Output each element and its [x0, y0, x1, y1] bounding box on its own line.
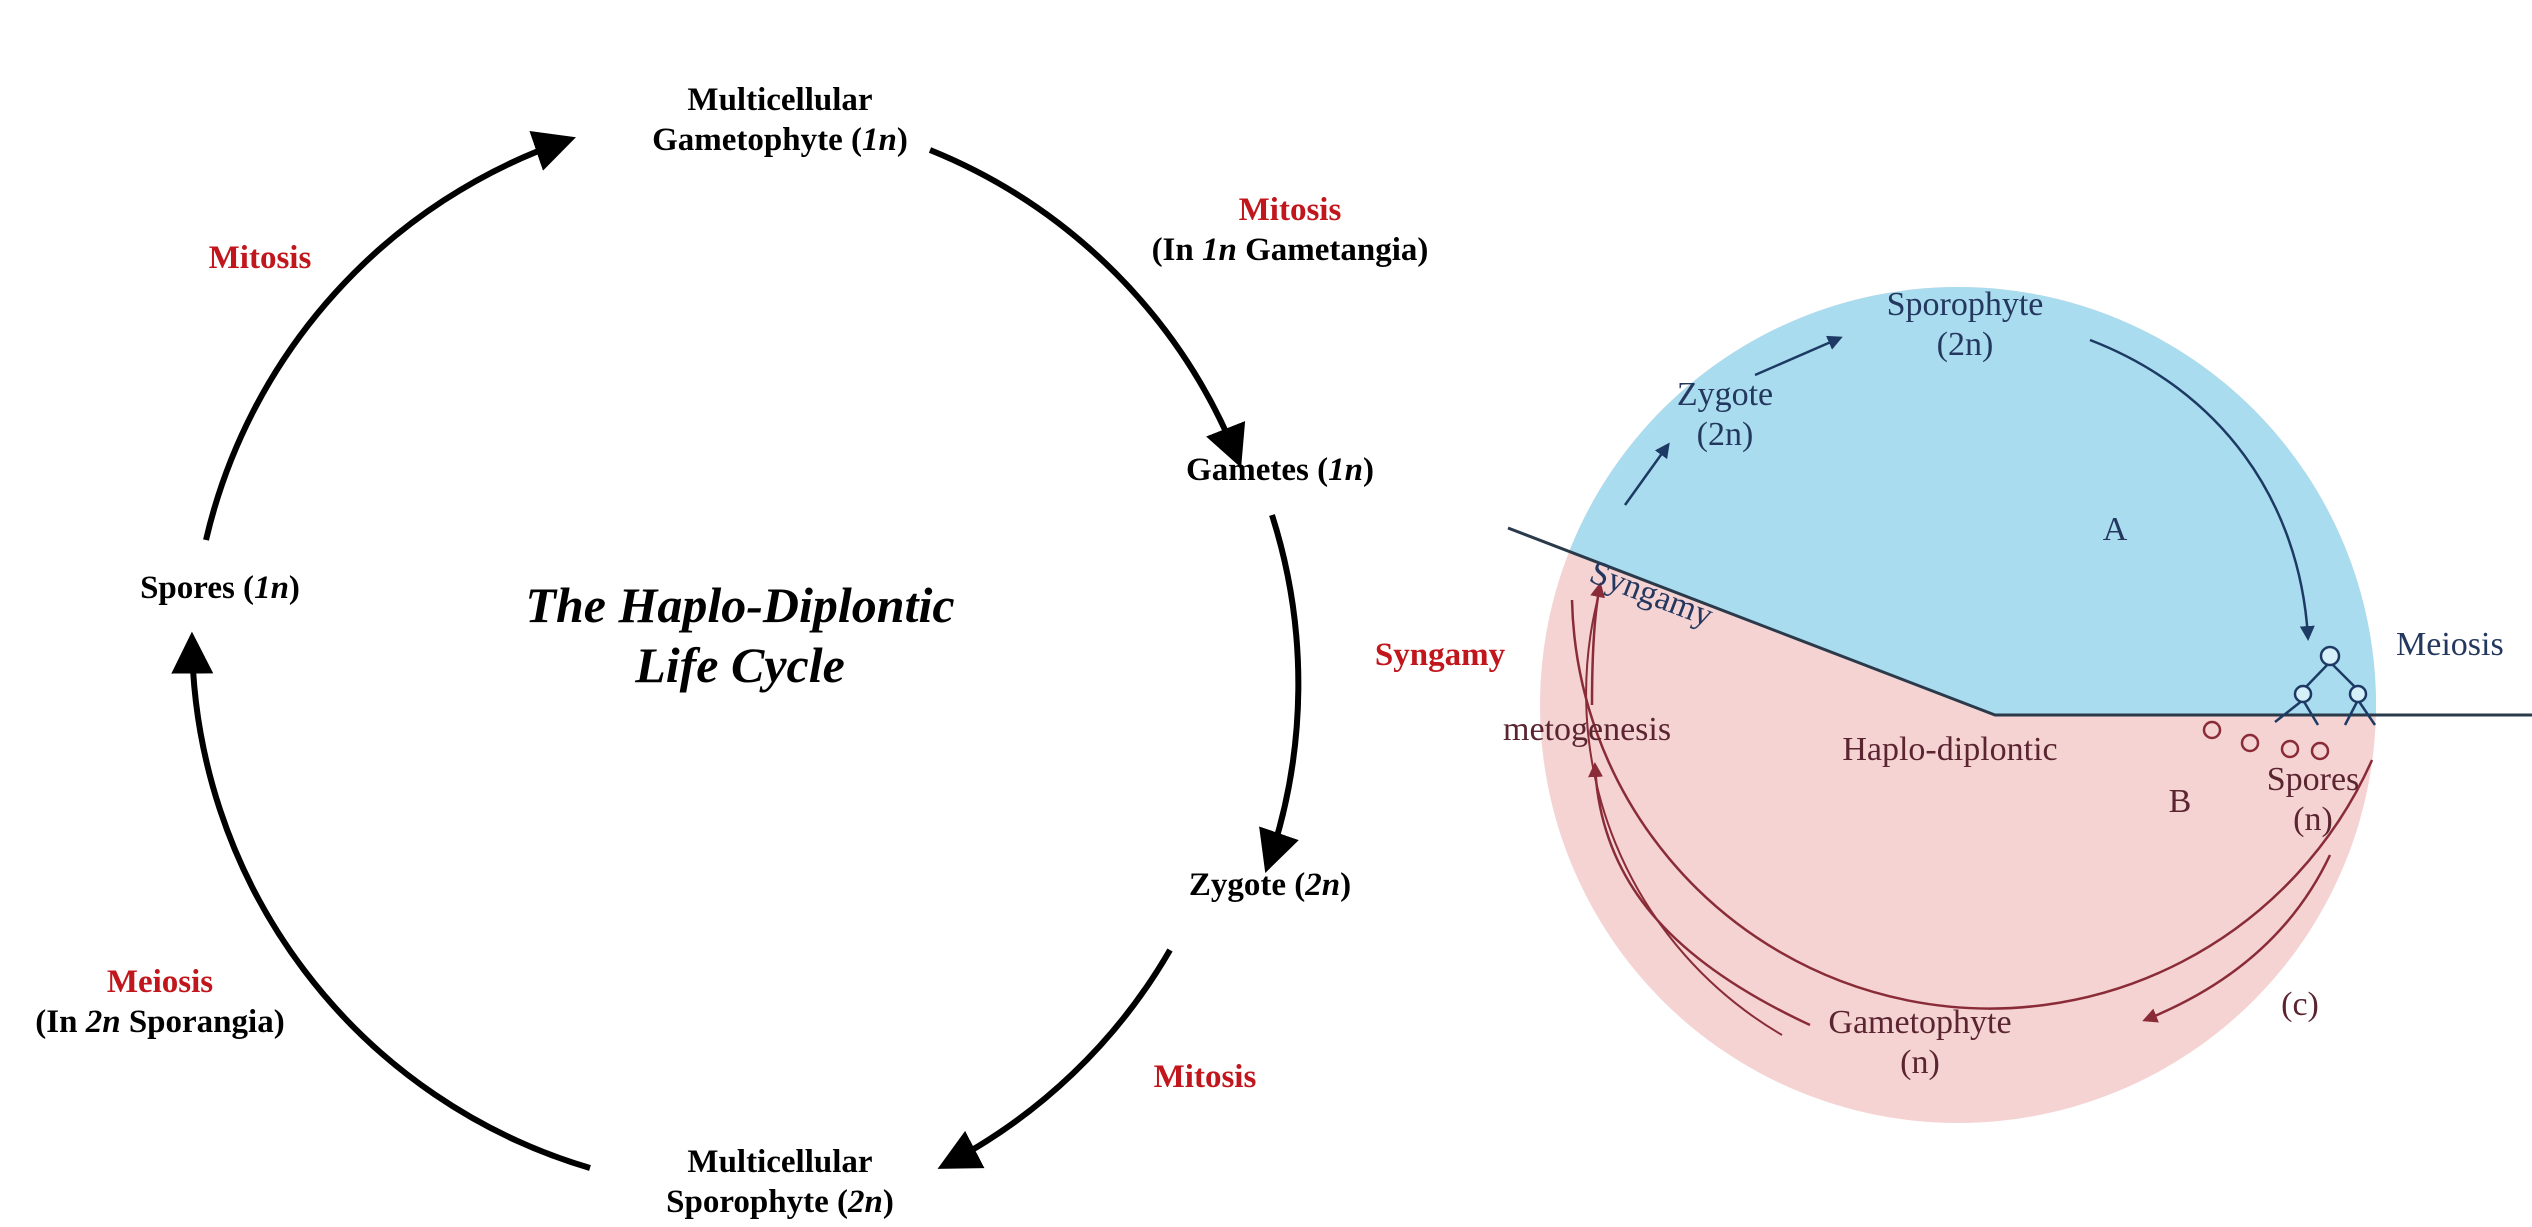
- sporangia-text: (In 2n Sporangia): [35, 1004, 285, 1040]
- arrow-gametogenesis-to-syngamy: [1590, 582, 1606, 706]
- region-b-label: B: [2168, 783, 2192, 820]
- meiosis-tree-icon: [2202, 645, 2377, 761]
- diploid-region: [1540, 287, 2376, 715]
- right-zygote-text: Zygote: [1676, 376, 1774, 413]
- right-gametophyte-text: Gametophyte: [1828, 1004, 2012, 1041]
- right-spores-label: Spores (n): [2238, 760, 2388, 840]
- mitosis-left-label: Mitosis: [208, 240, 312, 276]
- right-spores-ploidy: (n): [2293, 801, 2333, 838]
- panel-c-label: (c): [2281, 986, 2319, 1023]
- sporophyte-label-line2: Sporophyte (2n): [666, 1184, 894, 1220]
- arrow-zygote-to-sporophyte: [1754, 335, 1843, 377]
- right-sporophyte-text: Sporophyte: [1886, 286, 2044, 323]
- right-zygote-label: Zygote (2n): [1650, 375, 1800, 455]
- gametophyte-label-line1: Multicellular: [687, 82, 873, 118]
- right-gametophyte-ploidy: (n): [1900, 1044, 1940, 1081]
- arrow-spores-to-gametophyte: [203, 130, 576, 541]
- mitosis-gametangia-title: Mitosis: [1238, 192, 1342, 228]
- mitosis-bottom-label: Mitosis: [1153, 1059, 1257, 1095]
- diagram-title-line1: The Haplo-Diplontic: [525, 577, 955, 633]
- gametangia-text: (In 1n Gametangia): [1151, 232, 1429, 268]
- haplo-diplontic-label: Haplo-diplontic: [1842, 731, 2058, 768]
- right-zygote-ploidy: (2n): [1696, 416, 1754, 453]
- outer-rim: [1570, 599, 2374, 1010]
- spores-label: Spores (1n): [140, 570, 300, 606]
- arrow-spores-to-gametophyte: [2142, 854, 2332, 1023]
- syngamy-label: Syngamy: [1374, 637, 1506, 673]
- gametophyte-label: Multicellular Gametophyte (1n): [590, 80, 970, 160]
- gametogenesis-label: metogenesis: [1503, 711, 1672, 748]
- sporophyte-label: Multicellular Sporophyte (2n): [600, 1142, 960, 1222]
- right-sporophyte-label: Sporophyte (2n): [1850, 285, 2080, 365]
- right-meiosis-label: Meiosis: [2396, 626, 2504, 663]
- right-sporophyte-ploidy: (2n): [1936, 326, 1994, 363]
- region-a-label: A: [2102, 511, 2128, 548]
- arrow-sporophyte-to-meiosis: [2089, 338, 2315, 641]
- meiosis-title: Meiosis: [106, 964, 214, 1000]
- arrow-sporophyte-to-spores: [171, 631, 591, 1171]
- right-spores-text: Spores: [2266, 761, 2360, 798]
- gametophyte-label-line2: Gametophyte (1n): [652, 122, 908, 158]
- gametes-label: Gametes (1n): [1186, 452, 1374, 488]
- haploid-region: [1540, 287, 2376, 1123]
- sporophyte-label-line1: Multicellular: [687, 1144, 873, 1180]
- arrow-zygote-to-sporophyte: [937, 948, 1173, 1169]
- diagram-title: The Haplo-Diplontic Life Cycle: [440, 575, 1040, 695]
- arrow-gametophyte-to-gametes: [928, 147, 1246, 468]
- arrow-syngamy-to-zygote: [1623, 442, 1670, 506]
- zygote-label: Zygote (2n): [1188, 867, 1352, 903]
- region-boundary-line: [1507, 526, 2532, 717]
- mitosis-gametangia-label: Mitosis (In 1n Gametangia): [1100, 190, 1480, 270]
- arrow-gametophyte-to-gametogenesis: [1588, 762, 1811, 1027]
- meiosis-sporangia-label: Meiosis (In 2n Sporangia): [0, 962, 320, 1042]
- arrow-gametes-to-zygote: [1259, 514, 1302, 873]
- diagram-title-line2: Life Cycle: [635, 637, 845, 693]
- right-gametophyte-label: Gametophyte (n): [1790, 1003, 2050, 1083]
